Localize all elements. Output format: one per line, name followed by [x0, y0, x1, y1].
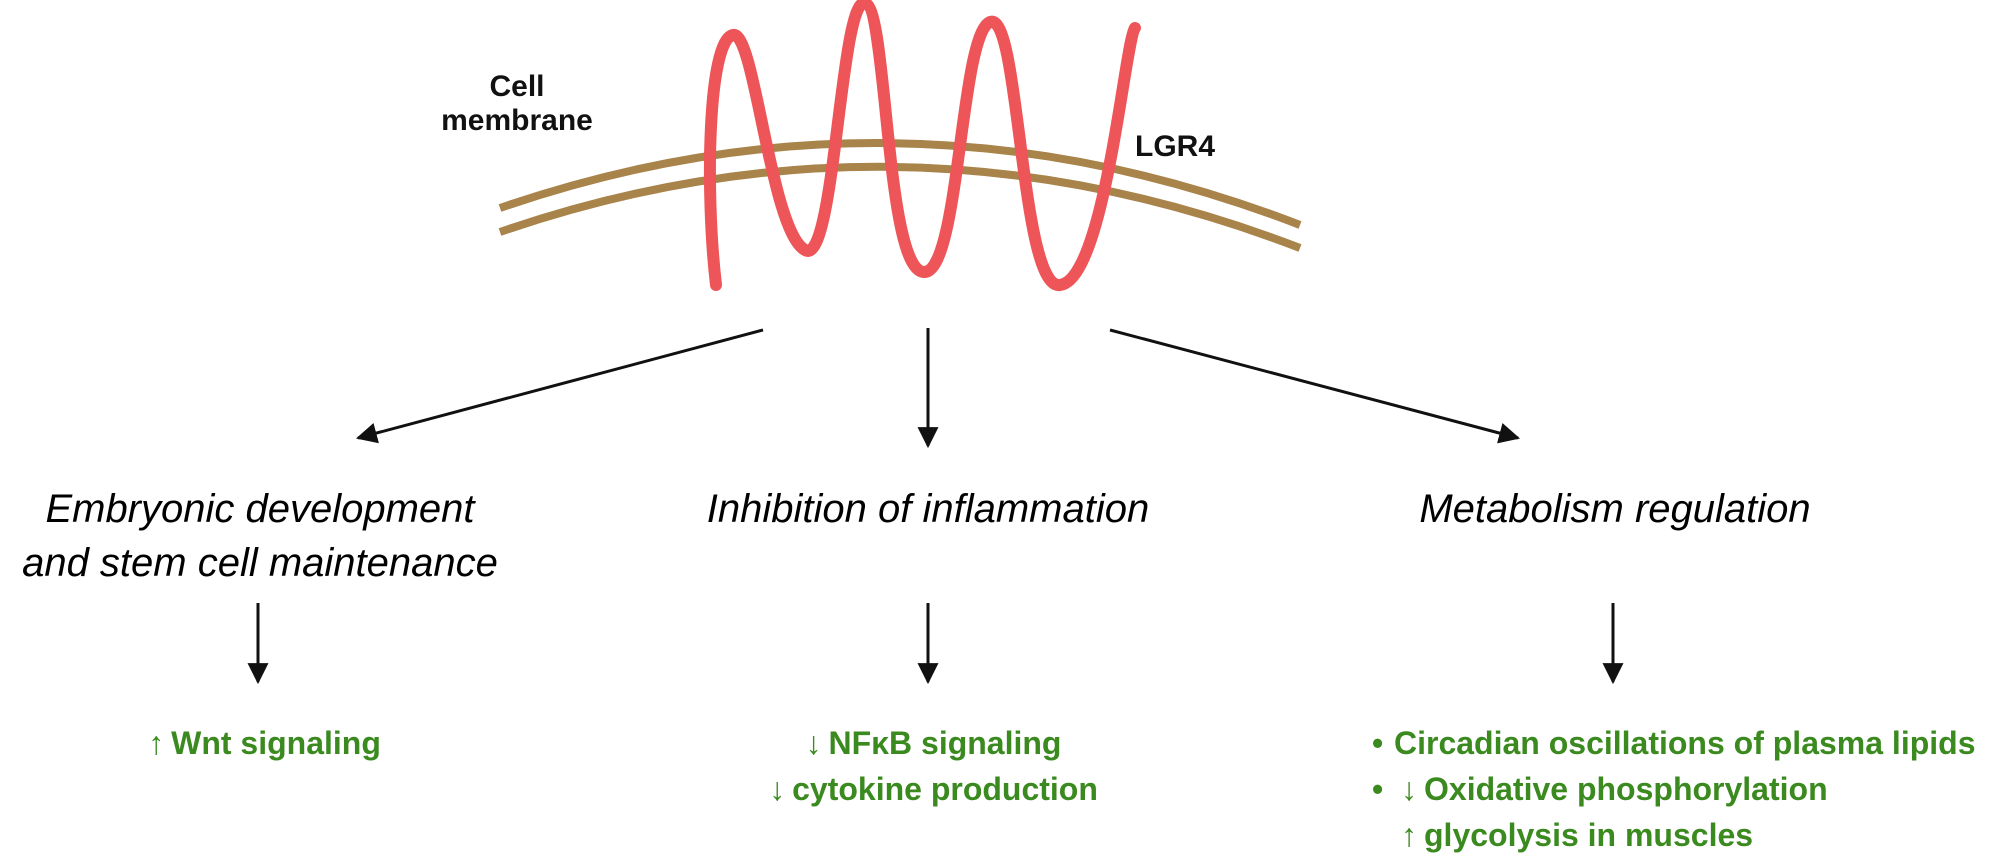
down-arrow-icon: ↓	[769, 771, 786, 807]
effect-text: Oxidative phosphorylation	[1424, 771, 1828, 807]
effect-text: Circadian oscillations of plasma lipids	[1394, 725, 1976, 761]
down-arrow-icon: ↓	[805, 725, 822, 761]
cell-membrane-label-line2: membrane	[441, 104, 593, 137]
bullet-icon: •	[1372, 725, 1384, 761]
lgr4-receptor-shape	[703, 0, 1141, 291]
up-arrow-icon: ↑	[148, 725, 165, 761]
cell-membrane-upper-line	[498, 139, 1302, 229]
category-embryonic-development: Embryonic development and stem cell main…	[0, 482, 520, 590]
effect-text: cytokine production	[792, 771, 1098, 807]
effect-text: NFκB signaling	[828, 725, 1062, 761]
cell-membrane-lower-line	[498, 162, 1302, 252]
effects-embryonic: ↑Wnt signaling	[126, 720, 396, 766]
arrow-to-metabolism-regulation	[1109, 328, 1521, 444]
category-embryonic-line2: and stem cell maintenance	[22, 541, 498, 585]
effect-wnt-signaling: ↑Wnt signaling	[126, 720, 396, 766]
lgr4-label: LGR4	[1135, 130, 1216, 163]
bullet-icon: •	[1372, 771, 1384, 807]
effect-oxidative-phosphorylation: • ↓Oxidative phosphorylation	[1372, 766, 2002, 812]
effect-glycolysis-in-muscles: ↑glycolysis in muscles	[1372, 812, 2002, 858]
cell-membrane-label: Cell membrane	[422, 70, 612, 138]
category-metabolism-regulation: Metabolism regulation	[1419, 487, 1811, 531]
up-arrow-icon: ↑	[1401, 817, 1417, 853]
effect-circadian-oscillations: • Circadian oscillations of plasma lipids	[1372, 720, 2002, 766]
effect-text: glycolysis in muscles	[1424, 817, 1754, 853]
down-arrow-icon: ↓	[1401, 771, 1417, 807]
cell-membrane-label-line1: Cell	[489, 70, 545, 103]
effect-text: Wnt signaling	[171, 725, 381, 761]
category-embryonic-line1: Embryonic development	[45, 487, 475, 531]
effects-inflammation: ↓NFκB signaling ↓cytokine production	[740, 720, 1120, 812]
effect-nfkb-signaling: ↓NFκB signaling	[740, 720, 1120, 766]
arrow-to-embryonic-development	[355, 328, 764, 444]
effect-cytokine-production: ↓cytokine production	[740, 766, 1120, 812]
effects-metabolism: • Circadian oscillations of plasma lipids…	[1372, 720, 2002, 858]
category-inhibition-of-inflammation: Inhibition of inflammation	[706, 487, 1150, 531]
